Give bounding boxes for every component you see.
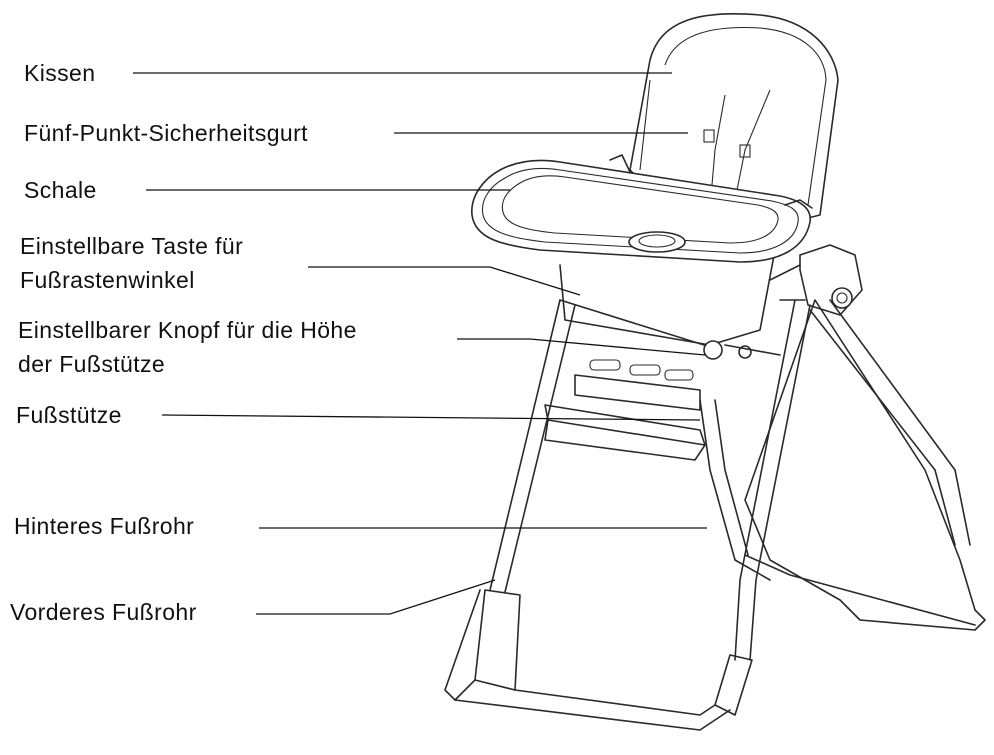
tray-shape	[471, 154, 813, 263]
seat-cushion	[629, 13, 839, 221]
leader-front-leg	[256, 579, 496, 615]
label-angle-button-line2: Fußrastenwinkel	[20, 267, 195, 293]
label-height-knob-line1: Einstellbarer Knopf für die Höhe	[18, 317, 357, 343]
leader-angle-button	[308, 266, 581, 296]
leader-footrest	[161, 414, 701, 421]
label-tray: Schale	[24, 177, 97, 203]
seat-frame	[559, 244, 863, 360]
label-angle-button-line1: Einstellbare Taste für	[20, 233, 244, 259]
leader-lines	[133, 72, 707, 615]
label-cushion: Kissen	[24, 60, 96, 86]
label-height-knob-line2: der Fußstütze	[18, 351, 166, 377]
leader-height-knob	[457, 338, 706, 356]
front-leg-tubes	[444, 299, 811, 731]
label-rear-leg: Hinteres Fußrohr	[14, 513, 195, 539]
footrest-shape	[544, 359, 706, 461]
label-harness: Fünf-Punkt-Sicherheitsgurt	[24, 120, 308, 146]
label-front-leg: Vorderes Fußrohr	[10, 599, 197, 625]
label-footrest: Fußstütze	[16, 402, 122, 428]
